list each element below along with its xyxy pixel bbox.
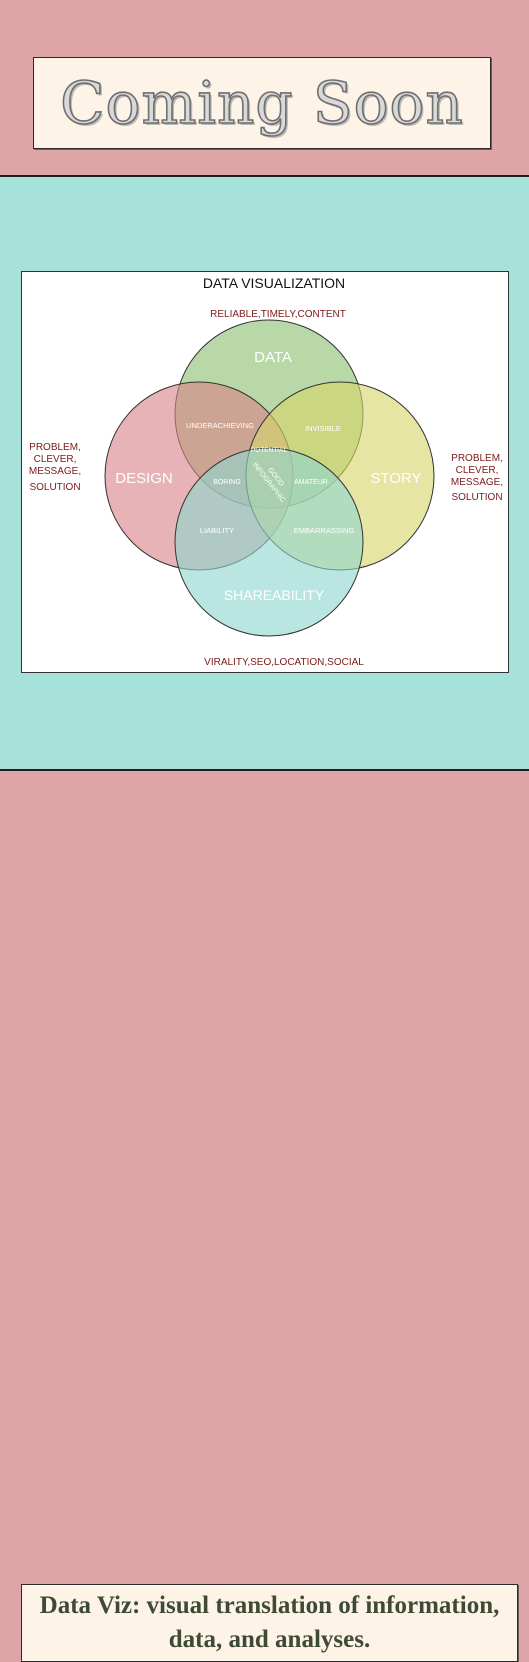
venn-svg: DATA VISUALIZATION RELIABLE,TIMELY,CONTE… <box>29 275 503 668</box>
right-note-line: MESSAGE, <box>451 477 503 488</box>
left-note-line: MESSAGE, <box>29 466 81 477</box>
caption-line: data, and analyses. <box>168 1626 371 1653</box>
page-title: Coming Soon <box>59 68 464 138</box>
title-banner: Coming Soon <box>33 57 491 149</box>
venn-diagram: DATA VISUALIZATION RELIABLE,TIMELY,CONTE… <box>21 271 509 673</box>
boring-label: BORING <box>213 479 241 486</box>
embarrassing-label: EMBARRASSING <box>294 526 355 535</box>
header-band: Coming Soon <box>0 0 529 175</box>
data-label: DATA <box>254 349 292 366</box>
diagram-title: DATA VISUALIZATION <box>203 275 345 291</box>
design-label: DESIGN <box>115 470 173 487</box>
shareability-circle <box>174 447 364 637</box>
right-note-line: SOLUTION <box>451 492 502 503</box>
caption: Data Viz: visual translation of informat… <box>22 1589 517 1657</box>
right-note: PROBLEM, CLEVER, MESSAGE, SOLUTION <box>451 453 503 503</box>
left-note-line: SOLUTION <box>29 482 80 493</box>
right-note-line: CLEVER, <box>456 465 499 476</box>
liability-label: LIABILITY <box>200 526 234 535</box>
shareability-label: SHAREABILITY <box>224 587 325 603</box>
invisible-label: INVISIBLE <box>305 424 341 433</box>
amateur-label: AMATEUR <box>294 479 328 486</box>
potential-label: POTENTIAL <box>251 447 288 454</box>
caption-banner: Data Viz: visual translation of informat… <box>21 1584 518 1662</box>
top-note: RELIABLE,TIMELY,CONTENT <box>210 309 346 320</box>
left-note-line: CLEVER, <box>34 454 77 465</box>
bottom-note: VIRALITY,SEO,LOCATION,SOCIAL <box>204 657 364 668</box>
left-note: PROBLEM, CLEVER, MESSAGE, SOLUTION <box>29 442 81 493</box>
right-note-line: PROBLEM, <box>451 453 503 464</box>
footer-band: Data Viz: visual translation of informat… <box>0 771 529 1662</box>
underachieving-label: UNDERACHIEVING <box>186 421 254 430</box>
caption-line: Data Viz: visual translation of informat… <box>39 1592 500 1619</box>
story-label: STORY <box>370 470 421 487</box>
left-note-line: PROBLEM, <box>29 442 81 453</box>
